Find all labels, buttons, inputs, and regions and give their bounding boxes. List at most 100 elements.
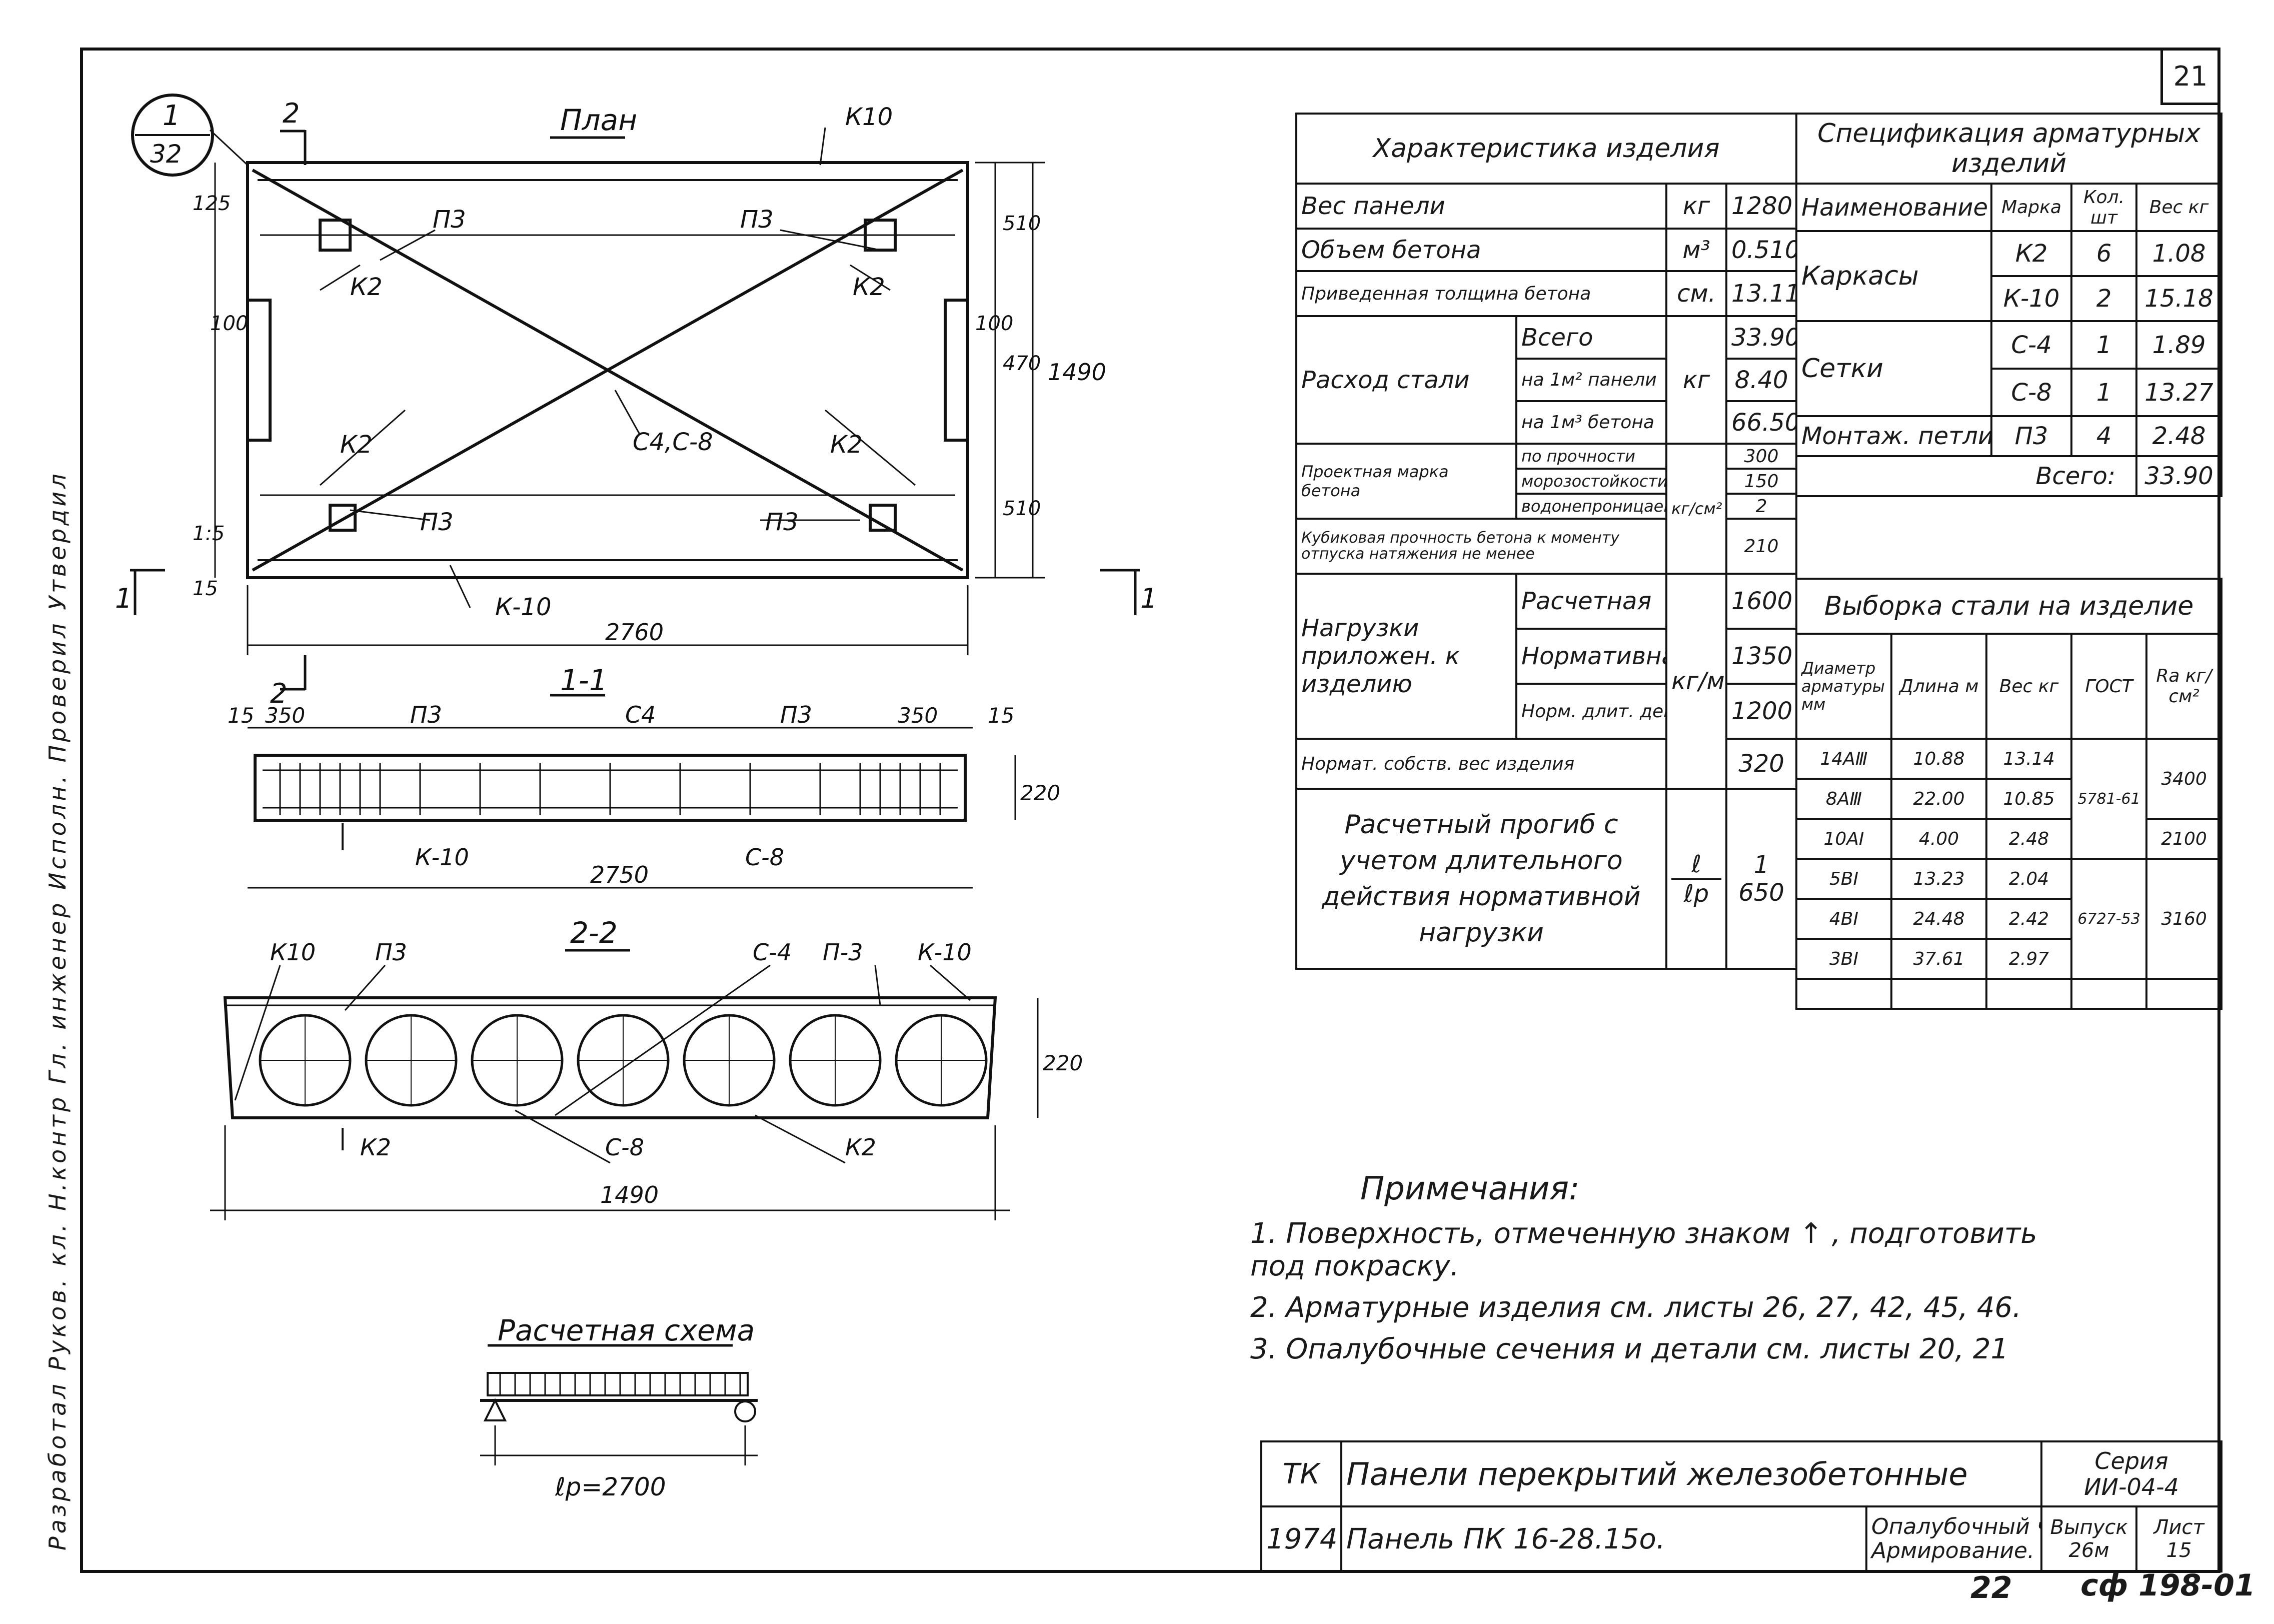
weight-value: 1280 <box>1725 183 1798 230</box>
s1-dim-length: 2750 <box>590 861 649 888</box>
dim-1-5: 1:5 <box>193 522 225 545</box>
s2-label-p3b: П-3 <box>823 939 863 966</box>
specification-table: Спецификация арматурных изделий Наименов… <box>1795 113 2223 497</box>
spec-weight: 13.27 <box>2135 368 2223 417</box>
label-p3-d: П3 <box>765 508 799 536</box>
load-long-label: Норм. длит. действ. <box>1515 683 1667 740</box>
tb-sheet-label: Лист <box>2153 1516 2204 1539</box>
deflection-unit-bottom: ℓр <box>1671 878 1721 908</box>
steel-gost-a: 5781-61 <box>2070 738 2147 860</box>
weight-unit: кг <box>1665 183 1727 230</box>
s2-label-c8: С-8 <box>605 1134 644 1161</box>
spec-mark: С-4 <box>1990 320 2072 370</box>
cut-marker-2-top: 2 <box>283 98 300 129</box>
s1-label-p3a: П3 <box>410 701 442 728</box>
steel-weight: 2.04 <box>1985 858 2072 900</box>
spec-qty: 4 <box>2070 415 2137 457</box>
scheme-span: ℓр=2700 <box>555 1472 666 1501</box>
steel-m3-label: на 1м³ бетона <box>1515 400 1667 445</box>
plan-notch-left <box>248 299 272 442</box>
steel-diameter: 4ВⅠ <box>1795 898 1892 940</box>
spec-mark: К-10 <box>1990 275 2072 322</box>
own-weight-label: Нормат. собств. вес изделия <box>1295 738 1667 790</box>
tb-panel: Панель ПК 16-28.15о. <box>1340 1505 1867 1572</box>
steel-total-label: Всего <box>1515 315 1667 360</box>
spec-group-meshes: Сетки <box>1795 320 1992 417</box>
label-k10-top: К10 <box>845 103 893 131</box>
spec-weight: 2.48 <box>2135 415 2223 457</box>
thickness-value: 13.11 <box>1725 270 1798 317</box>
cut-marker-2-bottom: 2 <box>270 678 287 709</box>
dim-100-right: 100 <box>975 312 1013 335</box>
steel-length: 24.48 <box>1890 898 1987 940</box>
s1-dim-height: 220 <box>1020 781 1060 805</box>
volume-label: Объем бетона <box>1295 228 1667 272</box>
callout-bottom: 32 <box>150 140 182 169</box>
s2-dim-height: 220 <box>1043 1051 1083 1075</box>
grade-frost-value: 150 <box>1725 468 1798 495</box>
volume-unit: м³ <box>1665 228 1727 272</box>
steel-col-diameter: Диаметр арматуры мм <box>1795 633 1892 740</box>
cut-marker-1-left: 1 <box>115 583 132 614</box>
note-item: 2. Арматурные изделия см. листы 26, 27, … <box>1250 1291 2021 1324</box>
label-p3-c: П3 <box>420 508 454 536</box>
label-k10-bottom: К-10 <box>495 593 551 621</box>
support-right <box>734 1400 756 1422</box>
tb-issue-label: Выпуск <box>2050 1516 2128 1539</box>
spec-mark: К2 <box>1990 230 2072 277</box>
grade-frost-label: морозостойкости <box>1515 468 1667 495</box>
spec-col-mark: Марка <box>1990 183 2072 232</box>
thickness-unit: см. <box>1665 270 1727 317</box>
load-norm-label: Нормативная <box>1515 628 1667 685</box>
steel-selection-table: Выборка стали на изделие Диаметр арматур… <box>1795 578 2223 1010</box>
dim-15: 15 <box>193 577 218 600</box>
steel-weight: 2.48 <box>1985 818 2072 860</box>
spec-total-label: Всего: <box>1795 455 2137 497</box>
dim-plan-width: 1490 <box>1048 359 1106 386</box>
steel-length: 10.88 <box>1890 738 1987 780</box>
steel-length: 4.00 <box>1890 818 1987 860</box>
steel-diameter: 10АⅠ <box>1795 818 1892 860</box>
load-calc-value: 1600 <box>1725 573 1798 630</box>
dim-125: 125 <box>193 192 231 215</box>
s2-label-c4: С-4 <box>753 939 792 966</box>
grade-water-label: водонепроницаем. <box>1515 493 1667 520</box>
label-p3-b: П3 <box>740 206 774 234</box>
grade-strength-label: по прочности <box>1515 443 1667 470</box>
steel-label: Расход стали <box>1295 315 1517 445</box>
spec-mark: С-8 <box>1990 368 2072 417</box>
notes-title: Примечания: <box>1360 1170 1580 1207</box>
steel-col-weight: Вес кг <box>1985 633 2072 740</box>
thickness-label: Приведенная толщина бетона <box>1295 270 1667 317</box>
label-c4-c8: С4,С-8 <box>633 428 713 456</box>
grade-strength-value: 300 <box>1725 443 1798 470</box>
notes-block: Примечания: 1. Поверхность, отмеченную з… <box>1250 1170 2050 1374</box>
load-norm-value: 1350 <box>1725 628 1798 685</box>
steel-diameter: 5ВⅠ <box>1795 858 1892 900</box>
plan-outline <box>246 161 969 579</box>
title-block: ТК Панели перекрытий железобетонные Сери… <box>1260 1440 2223 1572</box>
spec-group-loops: Монтаж. петли <box>1795 415 1992 457</box>
deflection-label: Расчетный прогиб с учетом длительного де… <box>1295 788 1667 970</box>
steel-gost-b: 6727-53 <box>2070 858 2147 980</box>
steel-weight: 2.42 <box>1985 898 2072 940</box>
steel-col-length: Длина м <box>1890 633 1987 740</box>
page-number: 22 <box>1970 1570 2012 1605</box>
spec-col-weight: Вес кг <box>2135 183 2223 232</box>
tb-subtitle-1: Опалубочный чертеж <box>1871 1514 2039 1539</box>
grade-water-value: 2 <box>1725 493 1798 520</box>
dim-100-left: 100 <box>210 312 248 335</box>
scheme-title: Расчетная схема <box>498 1313 755 1347</box>
steel-ra-a2: 2100 <box>2145 818 2223 860</box>
tb-panel-code: Панель ПК 16-28.15о. <box>1346 1522 1665 1555</box>
note-item: 1. Поверхность, отмеченную знаком ↑ , по… <box>1250 1217 2037 1282</box>
grade-label: Проектная марка бетона <box>1295 443 1517 520</box>
steel-length: 13.23 <box>1890 858 1987 900</box>
s2-label-k2a: К2 <box>360 1134 391 1161</box>
load-calc-label: Расчетная <box>1515 573 1667 630</box>
